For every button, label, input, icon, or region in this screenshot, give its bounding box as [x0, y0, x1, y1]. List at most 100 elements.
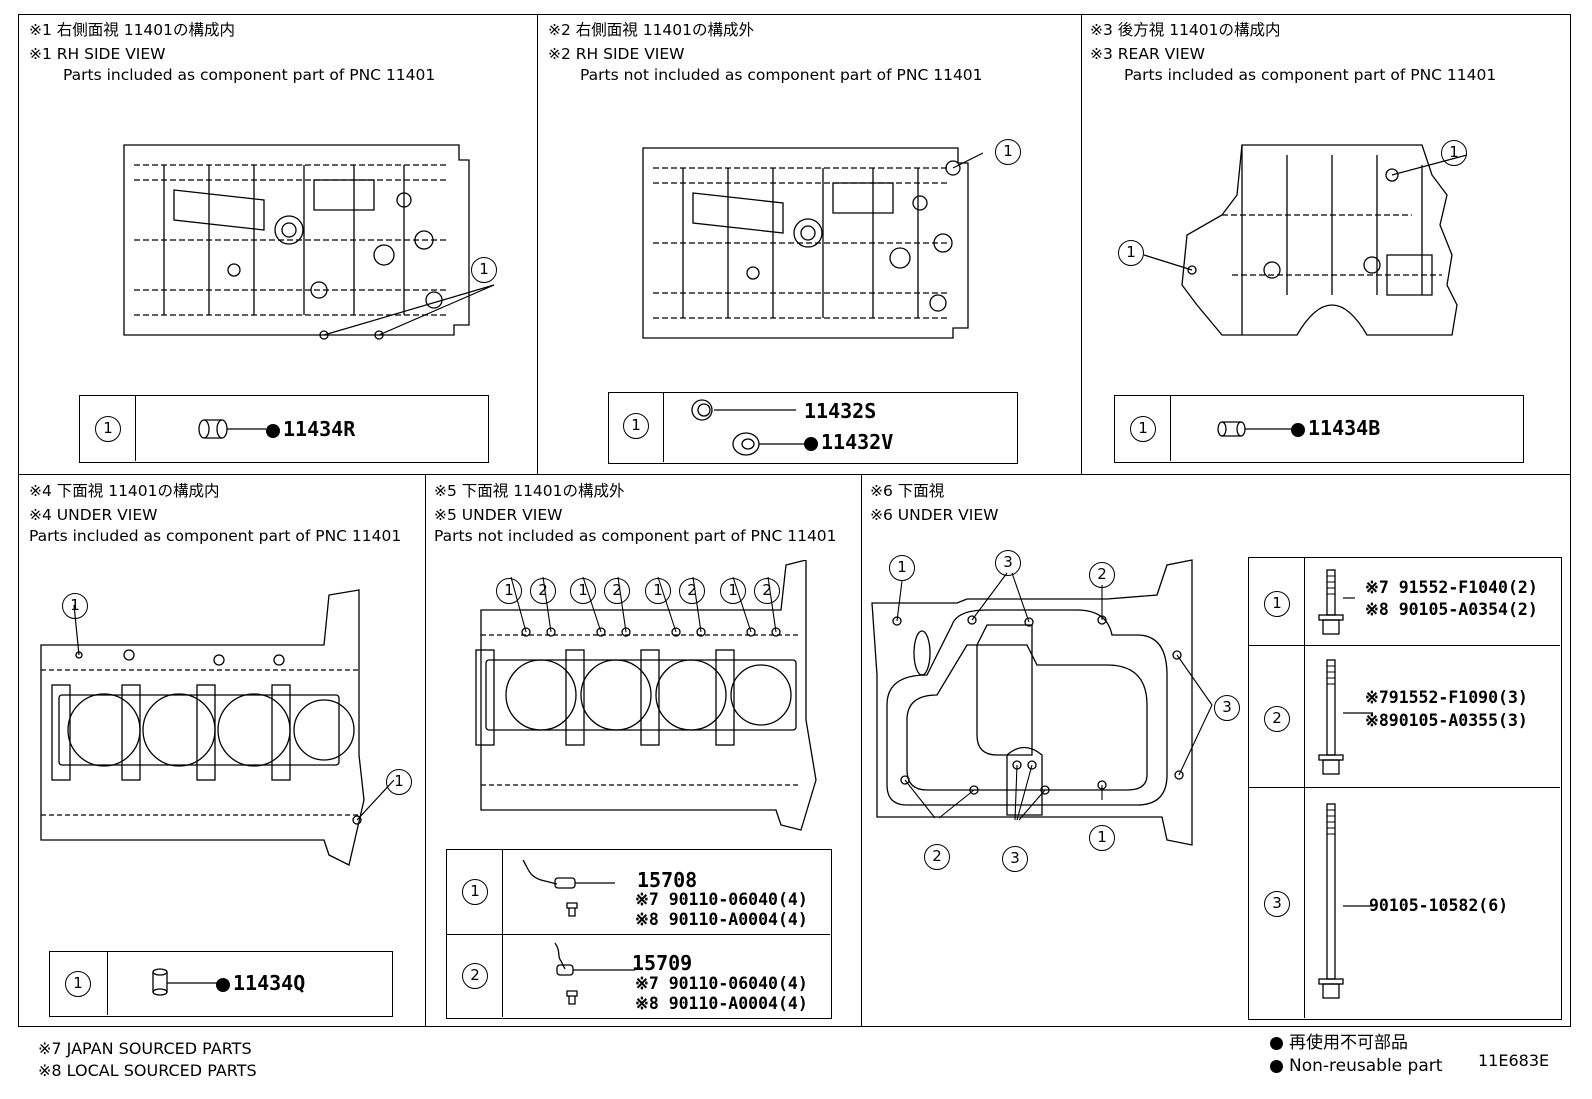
engine-block-under-view-drawing: [40, 589, 395, 866]
ref-callout: 1: [95, 416, 121, 442]
parts-table-part-cell: 11434R: [136, 396, 486, 461]
parts-table: 1 ※7 91552-F1040(2) ※8 90105-A0354(2) 2: [1248, 557, 1562, 1020]
bolt-local: ※8 90105-A0354(2): [1365, 600, 1538, 619]
panel-under-view-not-included: ※5 下面視 11401の構成外 ※5 UNDER VIEW Parts not…: [425, 474, 862, 1027]
callout-1: 1: [496, 578, 522, 604]
legend-en: Non-reusable part: [1270, 1058, 1442, 1075]
note-local-sourced: ※8 LOCAL SOURCED PARTS: [38, 1061, 257, 1080]
panel-title: ※2 右側面視 11401の構成外: [548, 21, 755, 39]
parts-table-part-cell: 11434B: [1171, 396, 1521, 461]
bolt-local: ※890105-A0355(3): [1365, 711, 1528, 730]
bolt-local: ※8 90110-A0004(4): [635, 994, 808, 1013]
ref-callout: 1: [65, 971, 91, 997]
part-number: 11434B: [1291, 418, 1380, 438]
callout-1: 1: [570, 578, 596, 604]
non-reusable-dot-icon: [216, 977, 230, 992]
part-number-gasket: 11432V: [804, 432, 893, 452]
ref-callout: 3: [1264, 891, 1290, 917]
parts-table-row-1: 1 ※7 91552-F1040(2) ※8 90105-A0354(2): [1249, 558, 1560, 646]
parts-table-row-1: 1 15708 ※7 90110-06040(4) ※8 90110-A0004…: [447, 850, 830, 935]
short-bolt-icon: [1318, 569, 1355, 635]
pin-dowel-icon: [152, 968, 218, 996]
panel-title: ※3 後方視 11401の構成内: [1090, 21, 1281, 39]
bolt-local: ※8 90110-A0004(4): [635, 910, 808, 929]
parts-table: 1 11434R: [79, 395, 489, 463]
parts-table-row-3: 3 90105-10582(6): [1249, 788, 1560, 1018]
callout-2: 2: [754, 578, 780, 604]
bolt-japan: ※791552-F1090(3): [1365, 688, 1528, 707]
parts-table-ref-cell: 1: [609, 393, 664, 462]
part-number: 11434Q: [216, 973, 305, 993]
callout-2: 2: [530, 578, 556, 604]
panel-subtitle: ※4 UNDER VIEW: [29, 506, 158, 524]
figure-id: 11E683E: [1478, 1051, 1550, 1070]
note-japan-sourced: ※7 JAPAN SOURCED PARTS: [38, 1039, 252, 1058]
callout-1: 1: [720, 578, 746, 604]
panel-rear-view-included: ※3 後方視 11401の構成内 ※3 REAR VIEW Parts incl…: [1081, 14, 1571, 475]
panel-subtitle: ※3 REAR VIEW: [1090, 45, 1205, 63]
panel-description: Parts included as component part of PNC …: [1124, 66, 1497, 84]
callout-2-upper: 2: [1089, 562, 1115, 588]
callout-1-upper: 1: [1441, 140, 1467, 166]
parts-table-ref-cell: 3: [1249, 788, 1305, 1018]
parts-table-row-2: 2 15709 ※7 90110-06040(4) ※8 90110-A0004…: [447, 935, 830, 1017]
panel-subtitle: ※6 UNDER VIEW: [870, 506, 999, 524]
gasket-icon: [732, 432, 810, 456]
non-reusable-dot-icon: [1270, 1036, 1283, 1050]
callout-1-lower: 1: [1118, 240, 1144, 266]
callout-3-right: 3: [1214, 695, 1240, 721]
panel-subtitle: ※1 RH SIDE VIEW: [29, 45, 166, 63]
legend-jp: 再使用不可部品: [1270, 1035, 1408, 1052]
engine-block-rear-drawing: [1143, 144, 1468, 336]
panel-title: ※1 右側面視 11401の構成内: [29, 21, 236, 39]
engine-block-rh-side-drawing: [123, 144, 495, 340]
callout-2: 2: [679, 578, 705, 604]
part-number: 15708: [637, 868, 698, 892]
parts-table-ref-cell: 1: [1249, 558, 1305, 646]
parts-table-part-cell: 11434Q: [108, 952, 391, 1015]
panel-rh-side-view-included: ※1 右側面視 11401の構成内 ※1 RH SIDE VIEW Parts …: [18, 14, 538, 475]
part-number: 15709: [632, 951, 693, 975]
engine-block-under-view-drawing: [475, 560, 817, 831]
pin-dowel-icon: [198, 419, 266, 439]
non-reusable-dot-icon: [804, 436, 818, 451]
parts-table-ref-cell: 1: [50, 952, 108, 1015]
callout-1: 1: [645, 578, 671, 604]
parts-table: 1 11434Q: [49, 951, 393, 1017]
callout-2-lower: 2: [924, 844, 950, 870]
ref-callout: 2: [462, 963, 488, 989]
oil-jet-icon: [554, 942, 635, 1005]
panel-description: Parts not included as component part of …: [434, 527, 837, 545]
callout-3-lower: 3: [1002, 846, 1028, 872]
non-reusable-dot-icon: [266, 423, 280, 438]
long-bolt-icon: [1318, 803, 1373, 999]
ref-callout: 2: [1264, 706, 1290, 732]
ref-callout: 1: [623, 413, 649, 439]
panel-title: ※4 下面視 11401の構成内: [29, 482, 220, 500]
panel-description: Parts included as component part of PNC …: [29, 527, 402, 545]
panel-title: ※5 下面視 11401の構成外: [434, 482, 625, 500]
bolt-japan: ※7 91552-F1040(2): [1365, 578, 1538, 597]
callout-2: 2: [604, 578, 630, 604]
pin-dowel-icon: [1217, 421, 1295, 437]
callout-1-lower: 1: [386, 769, 412, 795]
callout-1-upper: 1: [62, 593, 88, 619]
callout-3-upper: 3: [995, 550, 1021, 576]
bolt-japan: ※7 90110-06040(4): [635, 890, 808, 909]
non-reusable-dot-icon: [1291, 422, 1305, 437]
panel-title: ※6 下面視: [870, 482, 945, 500]
parts-table: 1 11432S 11432V: [608, 392, 1018, 464]
ref-callout: 1: [1264, 591, 1290, 617]
oil-jet-icon: [522, 859, 615, 917]
engine-block-rh-side-drawing: [642, 147, 983, 339]
ref-callout: 1: [1130, 416, 1156, 442]
panel-under-view-included: ※4 下面視 11401の構成内 ※4 UNDER VIEW Parts inc…: [18, 474, 426, 1027]
callout-1-lower: 1: [1089, 825, 1115, 851]
parts-table-ref-cell: 1: [1115, 396, 1171, 461]
ref-callout: 1: [462, 879, 488, 905]
callout-1-upper: 1: [889, 555, 915, 581]
parts-table-ref-cell: 1: [447, 850, 503, 934]
parts-table: 1 15708 ※7 90110-06040(4) ※8 90110-A0004…: [446, 849, 832, 1019]
panel-description: Parts included as component part of PNC …: [63, 66, 436, 84]
panel-description: Parts not included as component part of …: [580, 66, 983, 84]
